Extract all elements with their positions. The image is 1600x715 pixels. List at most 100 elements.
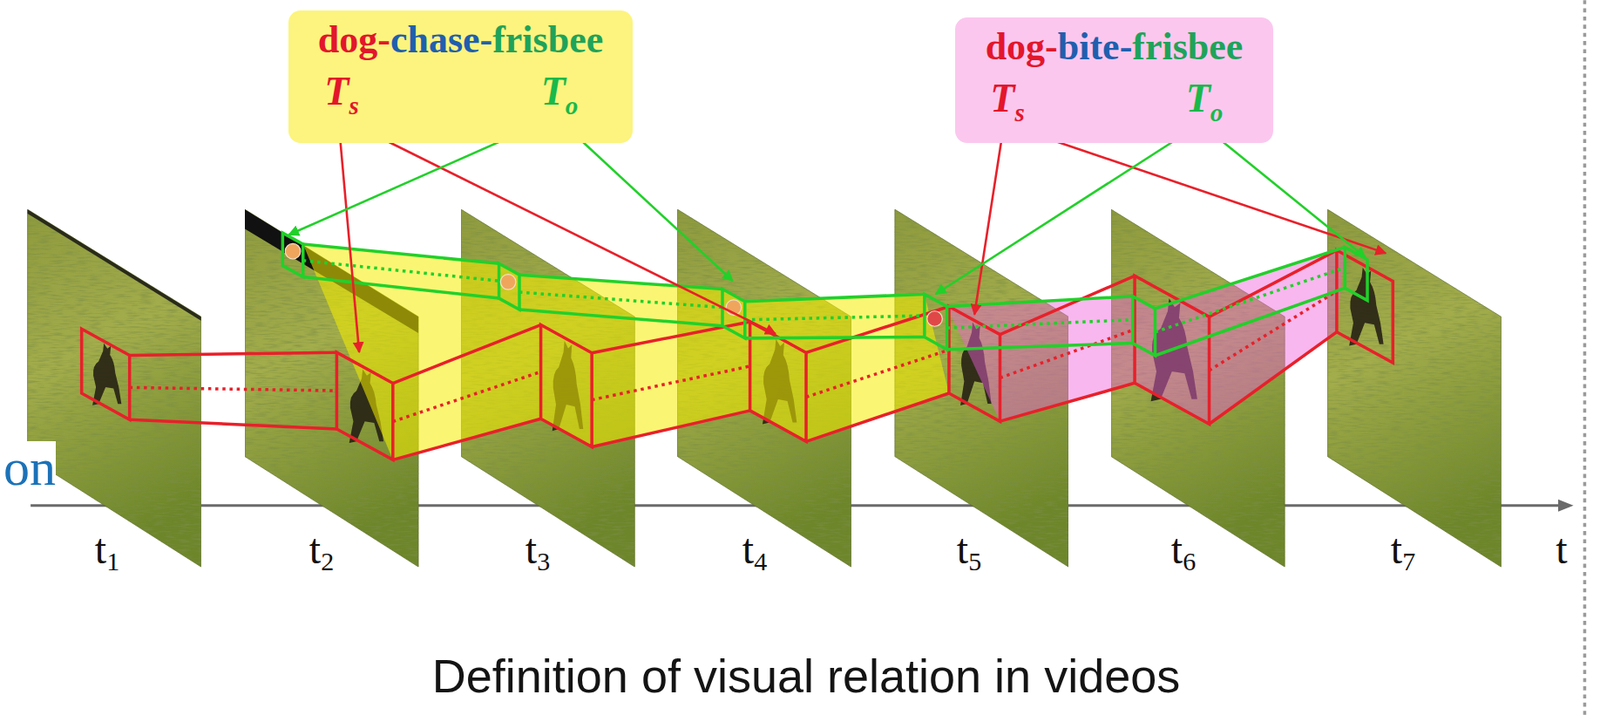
- subject-trajectory-box: [336, 352, 393, 460]
- leader-arrow: [338, 116, 776, 334]
- object-trajectory-box: [499, 263, 520, 310]
- object-trajectory-edge: [947, 343, 1133, 350]
- time-label: t4: [742, 528, 767, 570]
- trajectory-symbol: Ts: [324, 71, 359, 112]
- trajectory-symbol-main: T: [541, 68, 566, 114]
- leader-arrow: [1200, 123, 1366, 258]
- relation-box: dog-bite-frisbeeTsTo: [955, 17, 1274, 143]
- time-label-subscript: 1: [106, 546, 120, 576]
- object-trajectory-edge: [519, 309, 723, 326]
- object-trajectory-edge: [745, 337, 925, 339]
- subject-trajectory-edge: [1209, 332, 1337, 425]
- subject-trajectory-center: [393, 371, 542, 421]
- subject-trajectory-box: [81, 328, 130, 420]
- time-label-subscript: 4: [753, 546, 767, 576]
- triplet-word: dog: [318, 18, 378, 62]
- trajectory-symbol-subscript: s: [348, 91, 359, 120]
- subject-trajectory-edge: [129, 419, 338, 429]
- subject-trajectory: [81, 250, 1394, 460]
- time-label-main: t: [956, 525, 969, 572]
- trajectory-symbol-subscript: s: [1014, 98, 1024, 127]
- time-label-subscript: 2: [320, 546, 334, 576]
- leader-arrow: [338, 116, 360, 353]
- leader-arrow: [935, 123, 1201, 294]
- object-trajectory-edge: [745, 293, 925, 301]
- subject-trajectory-edge: [806, 305, 950, 353]
- frisbee: [284, 243, 301, 259]
- object-trajectory-edge: [303, 244, 500, 264]
- object-trajectory-center: [303, 260, 500, 281]
- time-label-main: t: [525, 525, 537, 572]
- subject-trajectory-box: [949, 305, 1001, 421]
- subject-trajectory-edge: [393, 325, 542, 384]
- triplet-word: dog: [985, 25, 1045, 68]
- trajectory-symbol-main: T: [324, 68, 349, 114]
- object-trajectory-box: [924, 293, 948, 349]
- chase-relation-volume: [303, 244, 950, 460]
- trajectory-symbol-subscript: o: [565, 91, 579, 120]
- time-label-main: t: [1555, 525, 1567, 572]
- subject-trajectory-edge: [806, 393, 950, 441]
- time-axis-arrowhead: [1558, 499, 1574, 512]
- triplet-word: frisbee: [492, 18, 604, 62]
- relation-box: dog-chase-frisbeeTsTo: [288, 10, 633, 143]
- leader-arrow: [1003, 123, 1386, 253]
- time-label-main: t: [1171, 525, 1183, 572]
- relation-triplet: dog-chase-frisbee: [318, 20, 604, 60]
- time-label-main: t: [1390, 525, 1403, 572]
- subject-trajectory-box: [750, 321, 807, 441]
- subject-trajectory-box: [541, 325, 593, 448]
- subject-trajectory-center: [806, 349, 950, 397]
- sky-band: [27, 209, 202, 321]
- subject-trajectory-center: [1000, 329, 1136, 379]
- leader-arrow: [974, 123, 1004, 315]
- cut-off-text: on: [3, 440, 56, 494]
- time-label-main: t: [309, 525, 321, 572]
- axis-label: t: [1555, 528, 1567, 570]
- triplet-separator: -: [1044, 25, 1058, 68]
- object-trajectory-box: [1132, 296, 1156, 356]
- subject-trajectory-edge: [591, 410, 750, 448]
- time-label: t7: [1390, 528, 1416, 570]
- trajectory-symbol: To: [541, 71, 579, 112]
- time-label: t6: [1171, 528, 1196, 570]
- trajectory-symbol: Ts: [989, 78, 1024, 119]
- object-trajectory-center: [947, 319, 1133, 328]
- object-trajectory-edge: [947, 296, 1133, 307]
- subject-trajectory-center: [591, 366, 750, 400]
- triplet-separator: -: [1119, 25, 1133, 68]
- dotted-border: [1583, 0, 1587, 715]
- object-trajectory-box: [282, 232, 303, 277]
- time-label-main: t: [94, 525, 107, 572]
- object-trajectory-edge: [519, 274, 723, 289]
- time-label: t2: [309, 528, 334, 570]
- triplet-word: bite: [1057, 25, 1120, 68]
- relation-triplet: dog-bite-frisbee: [985, 27, 1244, 67]
- trajectory-symbol: To: [1186, 78, 1224, 119]
- time-label: t5: [956, 528, 982, 570]
- video-frames: [27, 209, 1502, 567]
- object-trajectory: [282, 232, 1368, 356]
- video-frame: [1327, 209, 1501, 567]
- time-label-subscript: 7: [1402, 546, 1416, 576]
- object-trajectory-edge: [303, 276, 500, 299]
- triplet-separator: -: [377, 18, 391, 62]
- frisbee: [927, 311, 943, 327]
- subject-trajectory-edge: [1000, 382, 1136, 421]
- object-trajectory-center: [745, 315, 925, 320]
- time-label-main: t: [742, 525, 754, 572]
- time-label: t1: [94, 528, 120, 570]
- triplet-separator: -: [480, 18, 494, 62]
- triplet-word: chase: [390, 18, 481, 62]
- frisbee: [500, 274, 516, 291]
- triplet-word: frisbee: [1132, 25, 1243, 68]
- trajectory-symbol-main: T: [989, 75, 1015, 121]
- figure-caption: Definition of visual relation in videos: [432, 651, 1180, 699]
- object-trajectory-center: [1154, 267, 1345, 333]
- time-label-subscript: 6: [1182, 546, 1196, 576]
- trajectory-symbol-subscript: o: [1210, 98, 1224, 127]
